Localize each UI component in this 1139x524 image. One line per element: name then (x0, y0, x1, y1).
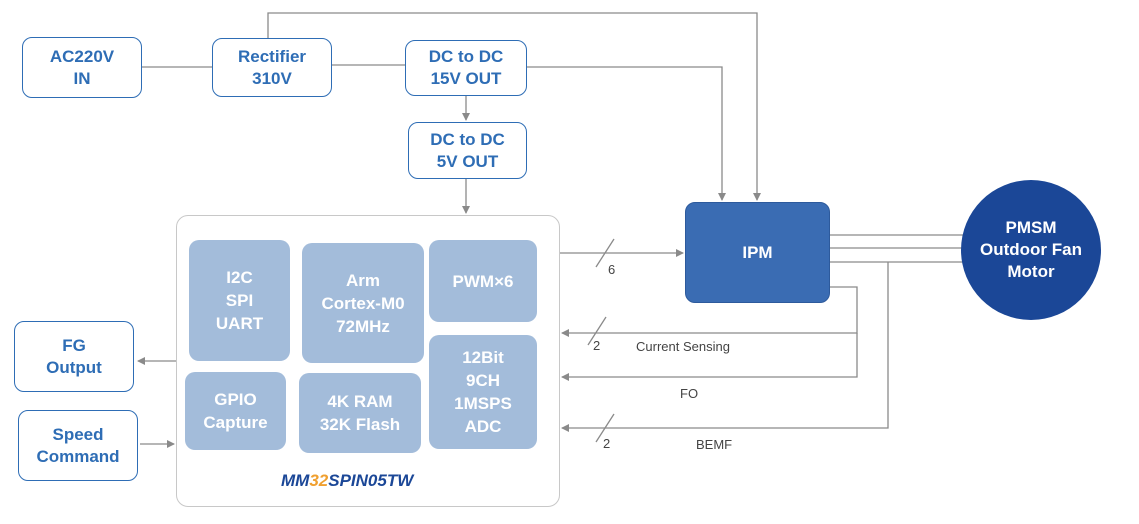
ac-input-line2: IN (73, 68, 91, 88)
gpio-block: GPIO Capture (185, 372, 286, 450)
bemf-count-label: 2 (603, 436, 611, 451)
ac-input-box: AC220V IN (22, 37, 142, 98)
wire-current-sensing (561, 286, 858, 337)
core-line1: Arm (345, 270, 380, 290)
core-block: Arm Cortex-M0 72MHz (302, 243, 424, 363)
ipm-block: IPM (685, 202, 830, 303)
gpio-line2: Capture (203, 413, 268, 432)
fg-output-box: FG Output (14, 321, 134, 392)
dc5-line2: 5V OUT (436, 151, 499, 171)
adc-line4: ADC (464, 417, 502, 436)
comm-line2: SPI (225, 291, 254, 310)
ac-input-line1: AC220V (49, 46, 115, 66)
pwm-count-label: 6 (608, 262, 616, 277)
adc-line3: 1MSPS (454, 394, 512, 413)
bus-slash-current (587, 316, 607, 346)
wire-rectifier-ipm (267, 12, 761, 201)
chip-name: MM32SPIN05TW (281, 471, 413, 491)
rectifier-line1: Rectifier (237, 46, 307, 66)
pwm-block: PWM×6 (429, 240, 537, 322)
dc15-box: DC to DC 15V OUT (405, 40, 527, 96)
wire-bemf (561, 262, 889, 432)
dc15-line1: DC to DC (428, 47, 504, 66)
memory-block: 4K RAM 32K Flash (299, 373, 421, 453)
comm-block: I2C SPI UART (189, 240, 290, 361)
chip-name-number: 32 (309, 471, 329, 490)
chip-name-prefix: MM (281, 471, 310, 490)
rectifier-line2: 310V (252, 68, 292, 88)
core-line2: Cortex-M0 (321, 293, 405, 313)
adc-line2: 9CH (465, 371, 500, 390)
motor-line3: Motor (1007, 262, 1055, 281)
memory-line2: 32K Flash (319, 415, 401, 434)
dc15-line2: 15V OUT (430, 69, 502, 88)
speed-command-box: Speed Command (18, 410, 138, 481)
chip-name-suffix: SPIN05TW (328, 471, 414, 490)
bus-slash-bemf (595, 413, 615, 443)
dc5-box: DC to DC 5V OUT (408, 122, 527, 179)
current-sensing-label: Current Sensing (636, 339, 730, 354)
rectifier-box: Rectifier 310V (212, 38, 332, 97)
motor-line1: PMSM (1005, 218, 1057, 237)
current-count-label: 2 (593, 338, 601, 353)
motor-circle: PMSM Outdoor Fan Motor (961, 180, 1101, 320)
fo-label: FO (680, 386, 699, 401)
speed-command-line1: Speed (52, 424, 104, 444)
wire-fo (561, 333, 858, 381)
ipm-label: IPM (742, 242, 773, 262)
adc-line1: 12Bit (462, 348, 504, 367)
pwm-label: PWM×6 (452, 271, 514, 291)
core-line3: 72MHz (336, 316, 390, 336)
fg-output-line1: FG (62, 335, 86, 355)
memory-line1: 4K RAM (327, 392, 393, 411)
gpio-line1: GPIO (214, 390, 257, 409)
comm-line3: UART (215, 314, 264, 333)
bemf-label: BEMF (696, 437, 733, 452)
dc5-line1: DC to DC (430, 129, 505, 149)
speed-command-line2: Command (36, 446, 120, 466)
motor-line2: Outdoor Fan (980, 240, 1082, 259)
bus-slash-pwm (595, 238, 615, 268)
comm-line1: I2C (226, 268, 253, 287)
fg-output-line2: Output (46, 357, 102, 377)
wire-dc15-ipm (527, 66, 726, 201)
adc-block: 12Bit 9CH 1MSPS ADC (429, 335, 537, 449)
